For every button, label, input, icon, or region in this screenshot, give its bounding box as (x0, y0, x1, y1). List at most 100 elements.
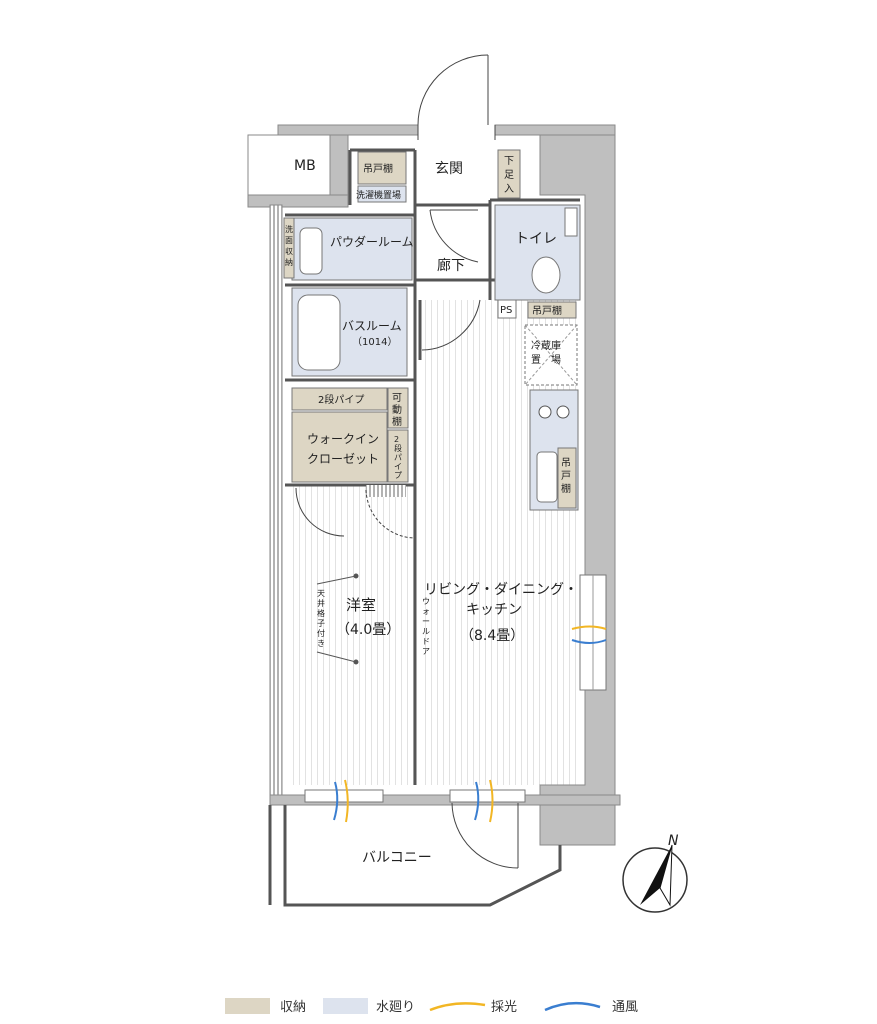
legend-light-label: 採光 (491, 1000, 517, 1015)
svg-text:段: 段 (394, 443, 402, 453)
legend-storage-swatch (225, 998, 270, 1014)
balcony-light-arrow-2 (489, 779, 494, 823)
western-room-label: 洋室 (346, 596, 376, 614)
bathroom-size: （1014） (352, 336, 397, 348)
fridge-label-2: 置 場 (531, 353, 561, 366)
powder-storage (283, 217, 295, 279)
svg-text:2: 2 (394, 435, 399, 444)
svg-text:ド: ド (422, 637, 430, 646)
svg-text:戸: 戸 (561, 470, 571, 482)
legend-wind-line (544, 1001, 601, 1012)
svg-text:付: 付 (317, 628, 325, 638)
legend-wind-label: 通風 (612, 1000, 638, 1015)
toilet-tank-icon (564, 207, 578, 237)
ldk-size: （8.4畳） (460, 628, 524, 644)
top-shelf-laundry-label: 吊戸棚 (363, 162, 393, 175)
balcony-railing (283, 805, 562, 907)
svg-text:格: 格 (317, 608, 325, 618)
north-arrow: N (622, 833, 688, 913)
north-label: N (668, 833, 679, 849)
pipe2-label: 2段パイプ (318, 393, 364, 406)
genkan-label: 玄関 (435, 160, 463, 177)
stove-burner-icon (556, 405, 570, 419)
sink-icon (536, 451, 558, 503)
inner-walls (285, 148, 580, 785)
svg-text:納: 納 (285, 257, 293, 267)
legend-water-label: 水廻り (376, 1000, 415, 1015)
svg-text:収: 収 (285, 246, 293, 256)
stove-burner-icon (538, 405, 552, 419)
svg-text:パ: パ (394, 453, 402, 462)
balcony-wind-arrow-1 (333, 781, 339, 821)
kitchen-shelf-label: 吊 戸 棚 (561, 457, 571, 495)
svg-text:棚: 棚 (392, 415, 402, 428)
entrance-door (417, 54, 496, 140)
balcony-light-arrow-1 (344, 779, 349, 823)
western-floor (292, 485, 414, 785)
shoe-cabinet-label: 下 足 入 (504, 156, 514, 195)
toilet-label: トイレ (515, 231, 557, 247)
movable-shelf-label: 可 動 棚 (392, 393, 402, 428)
wic-label-1: ウォークイン (307, 432, 379, 446)
closet-slats (366, 485, 406, 497)
toilet-shelf (527, 301, 577, 319)
svg-text:洗: 洗 (285, 224, 293, 234)
shoe-cabinet (497, 149, 521, 199)
ldk-label-1: リビング・ダイニング・ (424, 582, 578, 598)
washbasin-icon (299, 227, 323, 275)
legend: 収納 水廻り 採光 通風 (225, 998, 638, 1015)
side-wind-arrow (571, 639, 607, 644)
powder-room-label: パウダールーム (330, 234, 414, 249)
bathtub-icon (297, 294, 341, 371)
svg-text:プ: プ (394, 471, 402, 480)
washer-label: 洗濯機置場 (356, 189, 401, 201)
walk-in-closet (291, 411, 388, 483)
fridge-label-1: 冷蔵庫 (531, 339, 561, 352)
svg-text:可: 可 (392, 393, 402, 404)
western-room-size: （4.0畳） (336, 622, 400, 638)
toilet-bowl-icon (531, 256, 561, 294)
corridor-door (421, 209, 481, 351)
top-shelf-laundry (357, 151, 407, 185)
legend-storage-label: 収納 (280, 1000, 306, 1015)
toilet-shelf-label: 吊戸棚 (532, 304, 562, 317)
corridor-label: 廊下 (437, 257, 465, 274)
balcony-wind-arrow-2 (474, 781, 480, 821)
svg-text:面: 面 (285, 236, 293, 245)
svg-text:ォ: ォ (422, 607, 430, 616)
ldk-label-2: キッチン (466, 602, 522, 618)
svg-text:入: 入 (504, 184, 514, 195)
ps-label: PS (500, 305, 512, 316)
legend-water-swatch (323, 998, 368, 1014)
svg-text:井: 井 (317, 598, 325, 608)
ceiling-grille-label: 天 井 格 子 付 き (317, 589, 325, 648)
svg-text:ー: ー (422, 617, 430, 626)
side-light-arrow (571, 625, 607, 630)
wall-door-label: ウ ォ ー ル ド ア (422, 597, 430, 656)
ceiling-grille-marks (316, 573, 359, 665)
svg-text:ウ: ウ (422, 597, 430, 606)
bathroom-label: バスルーム (342, 319, 402, 333)
svg-text:き: き (317, 639, 325, 648)
pipe2-vertical-label: 2 段 パ イ プ (394, 435, 402, 480)
pipe2-shelf (291, 387, 388, 411)
svg-text:動: 動 (392, 403, 402, 416)
powder-storage-label: 洗 面 収 納 (285, 224, 293, 267)
svg-text:天: 天 (317, 589, 325, 598)
balcony-label: バルコニー (362, 850, 432, 866)
wic-label-2: クローゼット (307, 452, 379, 466)
svg-text:ア: ア (422, 647, 430, 656)
legend-light-line (429, 1002, 486, 1012)
washer-space (357, 185, 407, 203)
svg-text:下: 下 (504, 156, 514, 167)
svg-text:棚: 棚 (561, 482, 571, 495)
svg-text:ル: ル (422, 627, 430, 636)
balcony-door (451, 802, 519, 869)
svg-text:足: 足 (504, 169, 514, 181)
svg-text:子: 子 (317, 619, 325, 628)
movable-shelf (387, 387, 409, 429)
mb-label: MB (294, 158, 316, 174)
pipe2-vertical (387, 429, 409, 483)
kitchen-shelf (557, 447, 577, 509)
